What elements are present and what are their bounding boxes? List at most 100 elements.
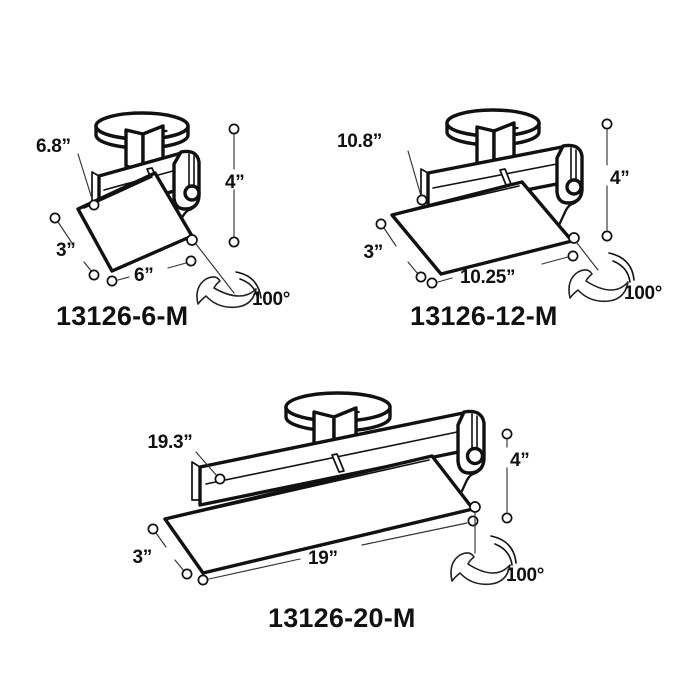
dim-line-19-right (361, 522, 468, 546)
rotation-leader-2 (576, 242, 599, 271)
dim-dot-19-left (197, 574, 209, 586)
dimension-label-4-1: 4” (225, 172, 244, 193)
leader-dot-3a-3 (147, 523, 159, 535)
dimension-overall-length-2: 10.8” (337, 131, 428, 206)
dimension-depth-1: 3” (49, 212, 100, 281)
pivot-3 (465, 446, 485, 466)
dim-line-10p25-right (541, 256, 569, 265)
dim-dot-6-right (185, 255, 197, 267)
leader-dot-6p8 (88, 199, 100, 211)
leader-3a-2 (383, 227, 397, 247)
hinge-assembly-1 (165, 149, 201, 247)
model-label-2: 13126-12-M (410, 301, 558, 331)
dimension-label-10p25: 10.25” (460, 267, 515, 288)
dim-line-10p25-left (437, 277, 453, 283)
rotation-origin-dot-1 (186, 234, 198, 246)
dimension-label-6: 6” (134, 265, 153, 286)
dim-dot-4-top-3 (501, 428, 513, 440)
hinge-tail-1 (165, 196, 201, 247)
dimension-label-3-1: 3” (56, 240, 75, 261)
dim-dot-19-right (467, 515, 479, 527)
rotation-arc-inner-1 (239, 278, 259, 300)
dim-dot-4-top-1 (228, 123, 240, 135)
rotation-indicator-3: 100° (450, 501, 544, 586)
dimension-overall-length-1: 6.8” (36, 136, 100, 211)
hinge-assembly-2 (552, 143, 584, 238)
dim-line-19-left (208, 558, 301, 580)
shade-edge-right-1 (153, 171, 194, 238)
leader-19p3 (195, 451, 218, 477)
hinge-tail-3 (452, 459, 486, 510)
hinge-assembly-3 (452, 409, 486, 510)
dim-dot-4-bottom-1 (228, 236, 240, 248)
rotation-indicator-1: 100° (186, 234, 290, 310)
leader-10p8 (407, 150, 422, 197)
rotation-origin-dot-3 (469, 501, 481, 513)
dimension-label-3-3: 3” (133, 547, 152, 568)
leader-3b-3 (174, 559, 185, 572)
rotation-arc-inner-3 (494, 543, 513, 566)
rotation-arc-outer-2 (608, 252, 635, 281)
dim-line-6-right (167, 262, 187, 269)
rotation-indicator-2: 100° (568, 232, 662, 304)
rotation-label-3: 100° (506, 565, 544, 586)
dimension-label-3-2: 3” (364, 242, 383, 263)
rotation-arrow-1 (196, 276, 257, 309)
figure-13126-20-M: 19.3” 3” 19” 4” (133, 391, 544, 633)
dimension-height-3: 4” (501, 428, 530, 524)
dimension-depth-2: 3” (364, 218, 427, 283)
rotation-label-2: 100° (624, 283, 662, 304)
shade-top-inner-2 (397, 185, 520, 215)
housing-clip-3 (331, 453, 345, 473)
model-label-1: 13126-6-M (56, 301, 188, 331)
rotation-arrow-2 (568, 269, 629, 303)
dimension-label-19p3: 19.3” (148, 432, 193, 453)
leader-3a-3 (155, 532, 167, 548)
dim-dot-10p25-right (567, 250, 579, 262)
shade-edge-right-3 (430, 454, 475, 511)
leader-dot-3a-2 (375, 218, 387, 230)
dim-dot-4-bottom-2 (601, 230, 613, 242)
rotation-leader-1 (195, 243, 235, 294)
leader-dot-3a-1 (49, 212, 61, 224)
figure-13126-6-M: 6.8” 3” 6” 4” (36, 111, 290, 331)
leader-dot-10p8 (416, 194, 428, 206)
leader-3b-1 (83, 261, 93, 273)
dimension-label-10p8: 10.8” (337, 131, 382, 152)
rotation-arrow-3 (450, 552, 511, 586)
dim-dot-4-top-2 (601, 118, 613, 130)
dim-line-6-left (117, 276, 130, 281)
pivot-2 (565, 178, 583, 196)
leader-dot-19p3 (214, 473, 226, 485)
rotation-origin-dot-2 (568, 232, 580, 244)
model-label-3: 13126-20-M (268, 603, 416, 633)
leader-3a-1 (57, 221, 73, 244)
shade-edge-right-2 (520, 180, 574, 243)
shade-top-inner-3 (171, 459, 430, 519)
dimension-height-1: 4” (225, 123, 245, 248)
dimension-label-4-2: 4” (610, 168, 629, 189)
dim-dot-4-bottom-3 (501, 512, 513, 524)
dimension-overall-length-3: 19.3” (148, 432, 226, 485)
rotation-arc-outer-1 (235, 271, 262, 299)
dimension-height-2: 4” (601, 118, 630, 242)
dim-dot-6-left (106, 275, 118, 287)
dimension-label-19: 19” (308, 548, 338, 569)
figure-13126-12-M: 10.8” 3” 10.25” 4” (337, 108, 662, 331)
rotation-arc-outer-3 (490, 535, 517, 564)
dimension-shade-length-1: 6” (106, 255, 197, 287)
leader-dot-3b-1 (88, 269, 100, 281)
dim-dot-10p25-left (426, 277, 438, 289)
rotation-label-1: 100° (252, 289, 290, 310)
dimension-shade-length-2: 10.25” (426, 250, 579, 289)
leader-6p8 (77, 153, 94, 203)
leader-dot-3b-3 (181, 568, 193, 580)
rotation-arc-inner-2 (612, 260, 631, 283)
pivot-1 (183, 184, 201, 202)
leader-3b-2 (407, 261, 419, 275)
hinge-tail-2 (552, 190, 584, 238)
dimension-label-4-3: 4” (510, 450, 529, 471)
housing-seam-2 (432, 162, 563, 189)
